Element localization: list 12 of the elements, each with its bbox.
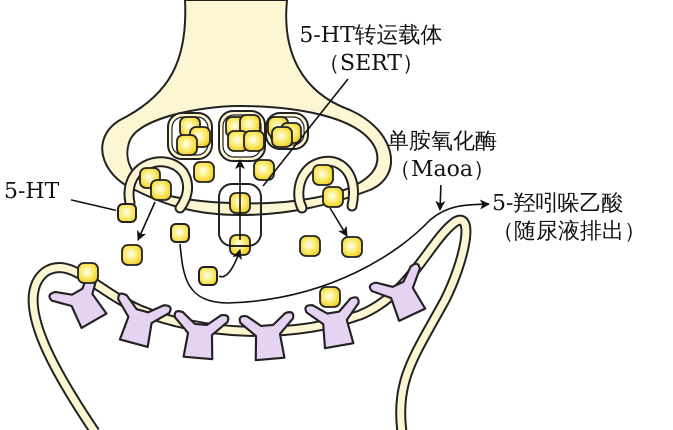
callout-label: 5-HT转运载体（SERT） bbox=[296, 22, 446, 78]
arrow bbox=[435, 184, 446, 211]
leader-line bbox=[70, 199, 116, 212]
granule bbox=[170, 223, 190, 243]
granule bbox=[198, 266, 218, 286]
transporter bbox=[218, 183, 262, 247]
leader-line bbox=[262, 78, 349, 186]
callout-label: 单胺氧化酶（Maoa） bbox=[378, 128, 506, 184]
callout-label: 5-羟吲哚乙酸（随尿液排出） bbox=[492, 190, 660, 246]
arrow bbox=[179, 199, 490, 304]
granule bbox=[117, 203, 137, 223]
callout-label: 5-HT bbox=[4, 178, 70, 206]
